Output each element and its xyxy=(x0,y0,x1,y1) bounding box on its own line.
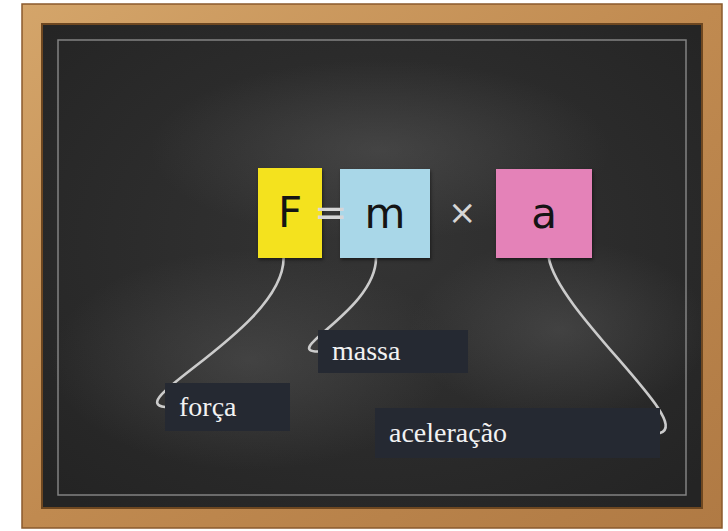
term-label: massa xyxy=(332,336,400,367)
sticky-note: F xyxy=(258,168,322,258)
sticky-note: a xyxy=(496,169,592,258)
chalk-border xyxy=(58,40,686,495)
label-box: massa xyxy=(318,330,468,373)
formula-symbol: a xyxy=(531,193,557,235)
equals-sign: = xyxy=(314,192,348,232)
times-sign: × xyxy=(448,195,477,229)
chalk-leader-line xyxy=(549,258,666,433)
formula-symbol: F xyxy=(278,192,302,234)
term-label: força xyxy=(179,392,237,423)
chalk-smudge xyxy=(150,60,610,240)
formula-symbol: m xyxy=(365,193,406,235)
label-box: aceleração xyxy=(375,408,660,458)
label-box: força xyxy=(165,383,290,431)
wood-frame xyxy=(22,4,722,528)
sticky-note: m xyxy=(340,169,430,258)
term-label: aceleração xyxy=(389,418,507,449)
